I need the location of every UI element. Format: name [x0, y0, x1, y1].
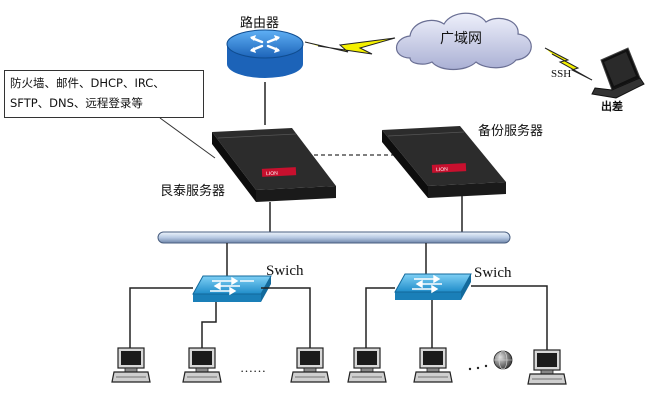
switch-right-label: Swich	[474, 265, 512, 281]
svg-text:LION: LION	[436, 167, 448, 174]
pc-icon	[111, 347, 151, 383]
pc-icon	[290, 347, 330, 383]
backup-server-label: 备份服务器	[478, 124, 544, 139]
backbone-bus	[157, 231, 511, 244]
main-server-label: 艮泰服务器	[160, 184, 226, 199]
pc-icon	[182, 347, 222, 383]
callout-pointer	[159, 117, 216, 159]
switch-icon	[394, 273, 472, 300]
server-icon: LION	[212, 128, 336, 202]
callout-line-2: SFTP、DNS、远程登录等	[10, 96, 143, 110]
services-callout: 防火墙、邮件、DHCP、IRC、 SFTP、DNS、远程登录等	[4, 70, 204, 118]
globe-icon	[493, 350, 513, 370]
ellipsis-label: ……	[240, 360, 266, 375]
switch-left-cabling	[129, 287, 311, 350]
switch-left-label: Swich	[266, 263, 304, 279]
ssh-label: SSH	[551, 68, 572, 80]
router-icon	[226, 29, 304, 78]
cloud-icon	[395, 12, 532, 71]
globe-dots	[468, 364, 488, 371]
router-label: 路由器	[240, 16, 280, 31]
svg-text:LION: LION	[266, 171, 278, 178]
switch-right-cabling	[365, 285, 548, 352]
callout-line-1: 防火墙、邮件、DHCP、IRC、	[10, 76, 165, 90]
pc-icon	[527, 349, 567, 385]
lightning-icon	[304, 37, 396, 55]
laptop-icon	[591, 47, 645, 99]
server-icon: LION	[382, 126, 506, 198]
lightning-icon	[544, 47, 593, 81]
remote-label: 出差	[601, 100, 623, 113]
pc-icon	[413, 347, 453, 383]
pc-icon	[347, 347, 387, 383]
wan-label: 广域网	[440, 31, 482, 47]
switch-icon	[192, 275, 272, 302]
